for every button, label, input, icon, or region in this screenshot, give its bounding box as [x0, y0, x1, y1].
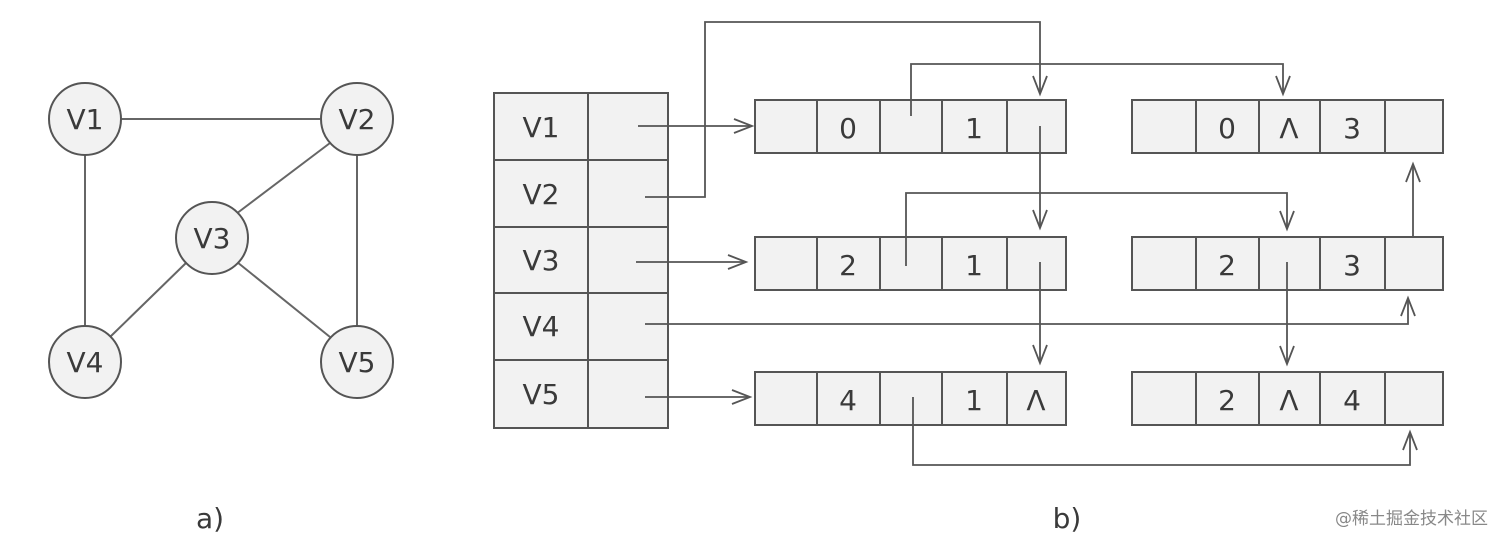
jvex-value: 1 [965, 112, 983, 145]
edge-node-2-4: 2 Λ 4 [1131, 371, 1444, 426]
edge-node-0-3: 0 Λ 3 [1131, 99, 1444, 154]
jvex-value: 4 [1343, 384, 1361, 417]
ilink-null-symbol: Λ [1279, 384, 1298, 417]
arrowhead [1279, 345, 1295, 367]
ivex-value: 0 [839, 112, 857, 145]
graph-node-label: V5 [339, 346, 376, 379]
arrowhead [1405, 161, 1421, 183]
pointer-v2-firstedge [645, 21, 1041, 198]
watermark: @稀土掘金技术社区 [1335, 509, 1488, 529]
arrowhead [1402, 429, 1418, 451]
graph-node-v2: V2 [320, 82, 394, 156]
ivex-value: 2 [1218, 384, 1236, 417]
graph-node-v1: V1 [48, 82, 122, 156]
arrowhead [727, 254, 749, 270]
ilink-null-symbol: Λ [1279, 112, 1298, 145]
graph-node-label: V1 [67, 103, 104, 136]
arrowhead [1275, 75, 1291, 97]
jvex-value: 1 [965, 384, 983, 417]
edge-node-4-1: 4 1 Λ [754, 371, 1067, 426]
graph-node-v3: V3 [175, 201, 249, 275]
graph-node-label: V3 [194, 222, 231, 255]
ivex-value: 2 [839, 249, 857, 282]
vertex-table-label-v3: V3 [523, 244, 560, 277]
jvex-value: 3 [1343, 112, 1361, 145]
ivex-value: 4 [839, 384, 857, 417]
pointer-e41-ilink [912, 397, 1411, 466]
jlink-null-symbol: Λ [1026, 384, 1045, 417]
arrowhead [1032, 75, 1048, 97]
caption-b: b) [1053, 502, 1082, 535]
vertex-table-label-v5: V5 [523, 378, 560, 411]
multilist-panel: V1 V2 V3 V4 V5 0 1 0 Λ 3 [493, 21, 1444, 535]
arrowhead [731, 389, 753, 405]
arrowhead [1279, 210, 1295, 232]
arrowhead [1400, 295, 1416, 317]
vertex-table: V1 V2 V3 V4 V5 [493, 92, 669, 429]
edge-node-0-1: 0 1 [754, 99, 1067, 154]
pointer-e21-ilink [905, 192, 1288, 266]
ivex-value: 0 [1218, 112, 1236, 145]
arrowhead [1032, 209, 1048, 231]
jvex-value: 3 [1343, 249, 1361, 282]
vertex-table-label-v4: V4 [523, 310, 560, 343]
ivex-value: 2 [1218, 249, 1236, 282]
vertex-table-label-v2: V2 [523, 178, 560, 211]
graph-node-label: V2 [339, 103, 376, 136]
graph-edge-v3-v4 [109, 261, 188, 338]
pointer-v4-firstedge [645, 298, 1409, 325]
caption-a: a) [196, 502, 224, 535]
edge-node-2-1: 2 1 [754, 236, 1067, 291]
arrowhead [1032, 344, 1048, 366]
graph-edge-v3-v5 [236, 261, 331, 338]
arrowhead [733, 118, 755, 134]
jvex-value: 1 [965, 249, 983, 282]
graph-node-v4: V4 [48, 325, 122, 399]
edge-node-2-3: 2 3 [1131, 236, 1444, 291]
pointer-e01-ilink [910, 63, 1284, 116]
vertex-table-label-v1: V1 [523, 111, 560, 144]
graph-edge-v2-v3 [235, 142, 331, 215]
graph-node-label: V4 [67, 346, 104, 379]
graph-node-v5: V5 [320, 325, 394, 399]
graph-panel: V1 V2 V3 V4 V5 a) [48, 82, 394, 535]
